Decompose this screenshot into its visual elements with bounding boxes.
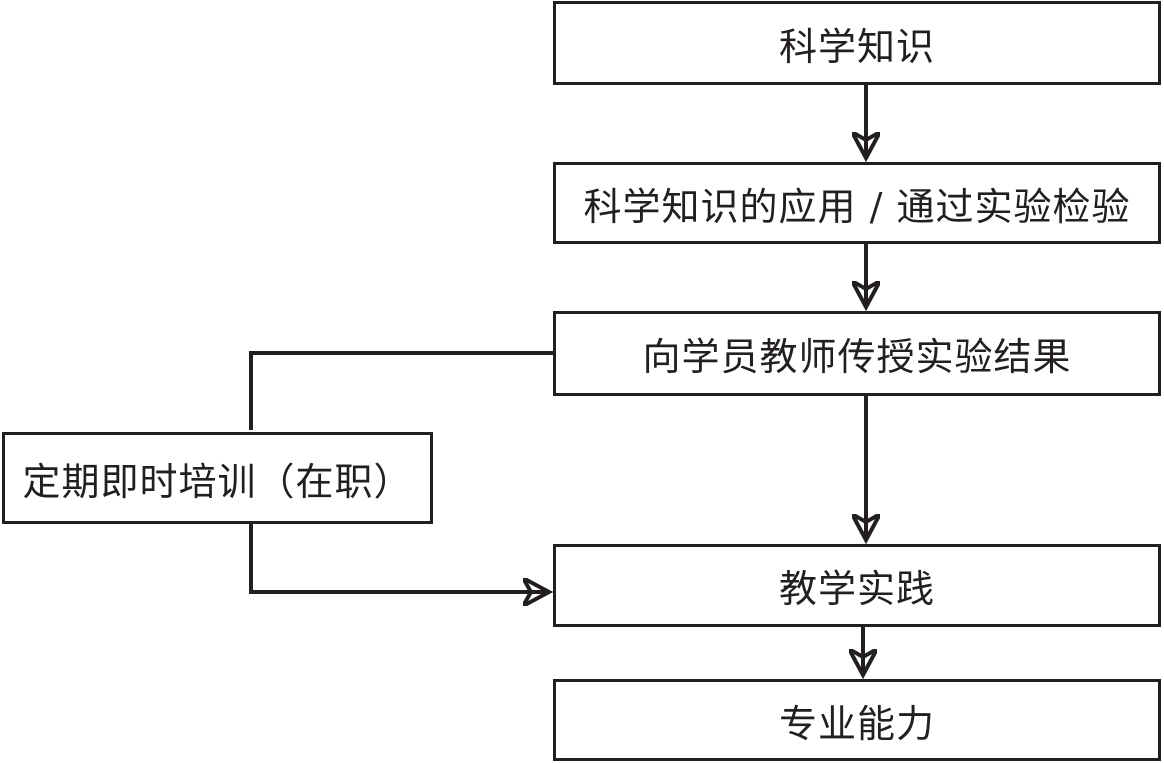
flow-node-periodic-training: 定期即时培训（在职） (2, 432, 433, 524)
flow-node-professional-competence: 专业能力 (553, 679, 1161, 761)
flow-node-application: 科学知识的应用 / 通过实验检验 (553, 162, 1161, 244)
edge-training-to-practice (249, 524, 549, 592)
flow-node-impart-results: 向学员教师传授实验结果 (553, 311, 1161, 396)
flow-node-label: 专业能力 (778, 701, 935, 746)
flow-node-label: 定期即时培训（在职） (22, 459, 413, 504)
flow-node-label: 教学实践 (778, 567, 935, 611)
flow-node-teaching-practice: 教学实践 (553, 544, 1161, 627)
edge-impart-to-training (249, 351, 553, 430)
flow-node-label: 向学员教师传授实验结果 (642, 335, 1072, 379)
flow-node-label: 科学知识 (778, 24, 935, 69)
flow-node-scientific-knowledge: 科学知识 (553, 1, 1161, 85)
flow-node-label: 科学知识的应用 / 通过实验检验 (583, 184, 1131, 229)
